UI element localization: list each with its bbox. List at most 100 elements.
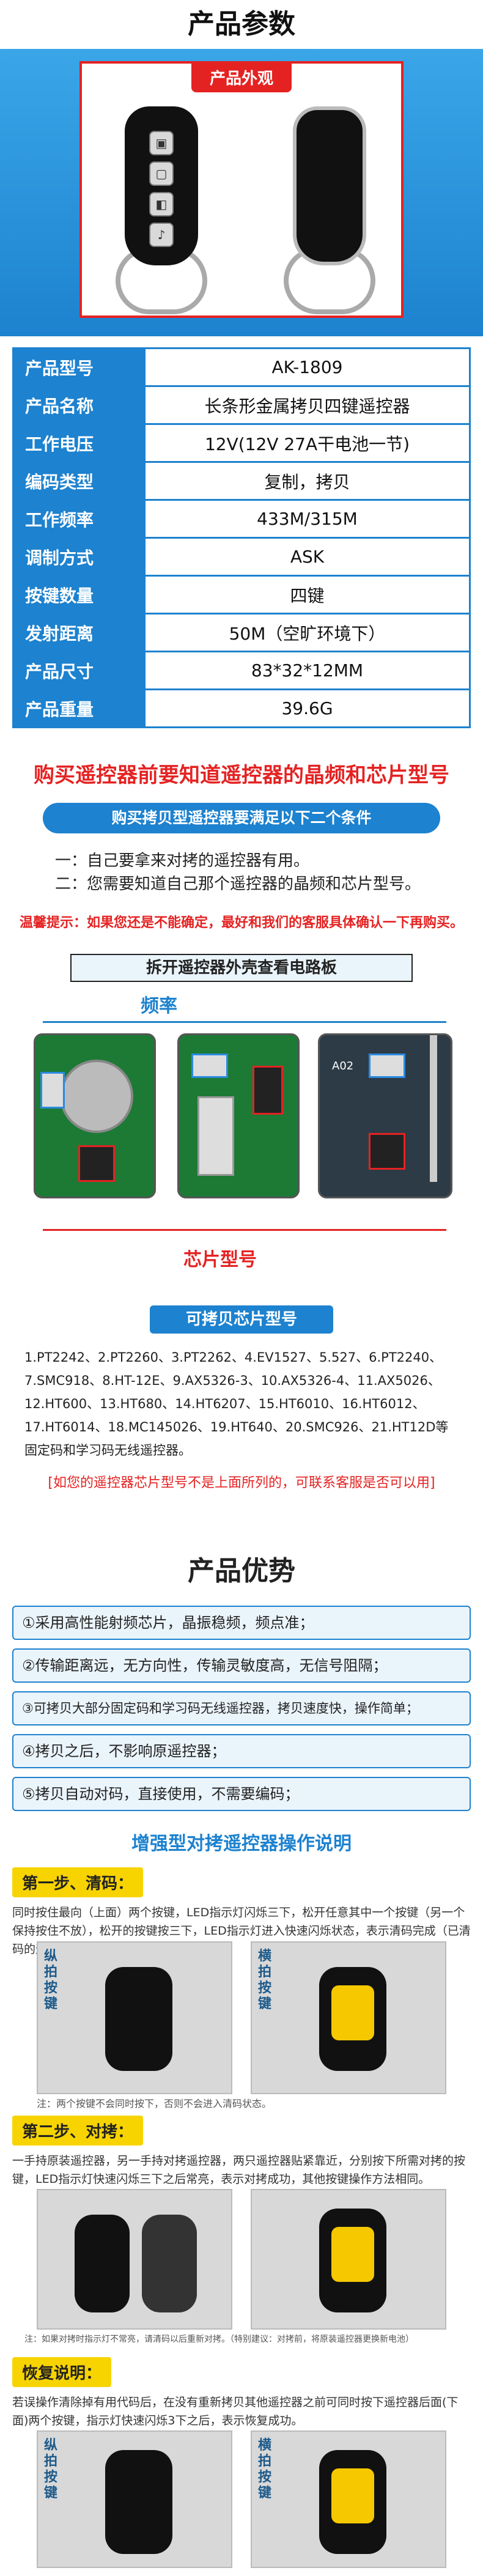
chip-list: 1.PT2242、2.PT2260、3.PT2262、4.EV1527、5.52… [0, 1346, 483, 1462]
vertical-label: 纵拍按键 [43, 1949, 57, 2012]
restore-label: 恢复说明： [12, 2357, 112, 2387]
chip-line-3: 12.HT600、13.HT680、14.HT6207、15.HT6010、16… [24, 1397, 426, 1411]
freq-line [43, 1021, 446, 1023]
vertical-label: 纵拍按键 [43, 2438, 57, 2501]
crystal-icon [191, 1054, 228, 1078]
spec-value: 12V(12V 27A干电池一节) [144, 423, 471, 463]
restore-photo-right: 横拍按键 [251, 2430, 446, 2568]
spec-key: 产品重量 [12, 688, 146, 728]
page-title: 产品参数 [0, 0, 483, 49]
condition-2: 二：您需要知道自己那个遥控器的晶频和芯片型号。 [55, 875, 421, 893]
spec-key: 产品名称 [12, 385, 146, 425]
chip-line-1: 1.PT2242、2.PT2260、3.PT2262、4.EV1527、5.52… [24, 1350, 443, 1365]
spec-key: 编码类型 [12, 461, 146, 501]
buy-headline: 购买遥控器前要知道遥控器的晶频和芯片型号 [34, 763, 449, 788]
step2-section: 第二步、对拷： 一手持原装遥控器，另一手持对拷遥控器，两只遥控器贴紧靠近，分别按… [0, 2116, 483, 2188]
antenna-icon [430, 1035, 437, 1182]
remote-front-image: ▣ ▢ ◧ ♪ [125, 106, 198, 265]
step1-note: 注：两个按键不会同时按下，否则不会进入清码状态。 [37, 2098, 272, 2109]
step2-photo-right [251, 2189, 446, 2330]
yellow-keys-icon [331, 1985, 374, 2040]
hero-box: 产品外观 ▣ ▢ ◧ ♪ [79, 61, 404, 318]
condition-1: 一：自己要拿来对拷的遥控器有用。 [55, 852, 310, 870]
spec-value: 433M/315M [144, 499, 471, 539]
step1-photos: 纵拍按键 横拍按键 注：两个按键不会同时按下，否则不会进入清码状态。 [0, 1941, 483, 2109]
step1-label: 第一步、清码： [12, 1867, 144, 1897]
spec-value: 四键 [144, 575, 471, 614]
step2-desc: 一手持原装遥控器，另一手持对拷遥控器，两只遥控器贴紧靠近，分别按下所需对拷的按键… [12, 2154, 466, 2186]
spec-row: 编码类型复制，拷贝 [12, 461, 471, 501]
chip-line-5: 固定码和学习码无线遥控器。 [24, 1443, 191, 1458]
spec-key: 发射距离 [12, 613, 146, 652]
chips-warning: [如您的遥控器芯片型号不是上面所列的，可联系客服是否可以用] [48, 1475, 435, 1491]
remote-icon [105, 2450, 172, 2554]
advantage-item: ⑤拷贝自动对码，直接使用，不需要编码； [12, 1777, 471, 1811]
spec-key: 产品型号 [12, 347, 146, 387]
chip-icon [369, 1133, 405, 1170]
chip-line-2: 7.SMC918、8.HT-12E、9.AX5326-3、10.AX5326-4… [24, 1373, 441, 1388]
remote-icon [142, 2215, 197, 2312]
chips-title: 可拷贝芯片型号 [150, 1305, 333, 1334]
advantage-item: ②传输距离远，无方向性，传输灵敏度高，无信号阻隔； [12, 1648, 471, 1683]
step1-photo-left: 纵拍按键 [37, 1941, 232, 2094]
advantage-title: 产品优势 [188, 1556, 295, 1587]
chip-label: 芯片型号 [183, 1249, 257, 1271]
battery-icon [197, 1096, 234, 1176]
advantage-item: ①采用高性能射频芯片，晶振稳频，频点准； [12, 1606, 471, 1640]
horizontal-label: 横拍按键 [257, 2438, 271, 2501]
battery-icon [60, 1060, 133, 1133]
lock-button-icon: ▣ [149, 131, 174, 155]
spec-value: 39.6G [144, 688, 471, 728]
crystal-icon [369, 1054, 405, 1078]
spec-row: 产品名称长条形金属拷贝四键遥控器 [12, 385, 471, 425]
chip-line [43, 1229, 446, 1231]
spec-value: 50M（空旷环境下） [144, 613, 471, 652]
buy-pill: 购买拷贝型遥控器要满足以下二个条件 [43, 803, 440, 833]
spec-value: 长条形金属拷贝四键遥控器 [144, 385, 471, 425]
freq-label: 频率 [141, 995, 177, 1017]
spec-key: 工作频率 [12, 499, 146, 539]
chip-icon [78, 1145, 115, 1182]
horizontal-label: 横拍按键 [257, 1949, 271, 2012]
tip-text: 温馨提示：如果您还是不能确定，最好和我们的客服具体确认一下再购买。 [19, 915, 463, 931]
alarm-button-icon: ♪ [149, 223, 174, 247]
pcb-board-3: A02 [318, 1033, 452, 1198]
board-text: A02 [332, 1060, 354, 1072]
step1-photo-right: 横拍按键 [251, 1941, 446, 2094]
spec-key: 调制方式 [12, 537, 146, 577]
pcb-title: 拆开遥控器外壳查看电路板 [70, 954, 413, 982]
chip-line-4: 17.HT6014、18.MC145026、19.HT640、20.SMC926… [24, 1420, 449, 1434]
spec-value: ASK [144, 537, 471, 577]
step2-photo-left [37, 2189, 232, 2330]
advantage-item: ④拷贝之后，不影响原遥控器； [12, 1734, 471, 1768]
restore-photos: 纵拍按键 横拍按键 [0, 2430, 483, 2571]
restore-section: 恢复说明： 若误操作清除掉有用代码后，在没有重新拷贝其他遥控器之前可同时按下遥控… [0, 2357, 483, 2430]
spec-key: 按键数量 [12, 575, 146, 614]
step2-label: 第二步、对拷： [12, 2116, 144, 2146]
unlock-button-icon: ▢ [149, 161, 174, 186]
advantage-item: ③可拷贝大部分固定码和学习码无线遥控器，拷贝速度快，操作简单； [12, 1691, 471, 1725]
pcb-board-1 [34, 1033, 156, 1198]
pcb-board-2 [177, 1033, 300, 1198]
spec-row: 按键数量四键 [12, 575, 471, 614]
yellow-keys-icon [331, 2227, 374, 2282]
spec-value: 复制，拷贝 [144, 461, 471, 501]
step2-note: 注：如果对拷时指示灯不常亮，请清码以后重新对拷。（特别建议：对拷前，将原装遥控器… [24, 2334, 414, 2344]
spec-value: AK-1809 [144, 347, 471, 387]
chip-icon [253, 1066, 283, 1115]
step2-photos: 注：如果对拷时指示灯不常亮，请清码以后重新对拷。（特别建议：对拷前，将原装遥控器… [0, 2189, 483, 2348]
restore-desc: 若误操作清除掉有用代码后，在没有重新拷贝其他遥控器之前可同时按下遥控器后面(下面… [12, 2396, 459, 2427]
remote-back-image [293, 106, 366, 265]
remote-icon [105, 1967, 172, 2071]
trunk-button-icon: ◧ [149, 192, 174, 216]
hero-banner: 产品外观 ▣ ▢ ◧ ♪ [0, 49, 483, 336]
guide-section: 增强型对拷遥控器操作说明 第一步、清码： 同时按住最向（上面）两个按键，LED指… [0, 1828, 483, 1958]
remote-icon [75, 2215, 130, 2312]
buy-section: 购买遥控器前要知道遥控器的晶频和芯片型号 购买拷贝型遥控器要满足以下二个条件 一… [0, 758, 483, 931]
